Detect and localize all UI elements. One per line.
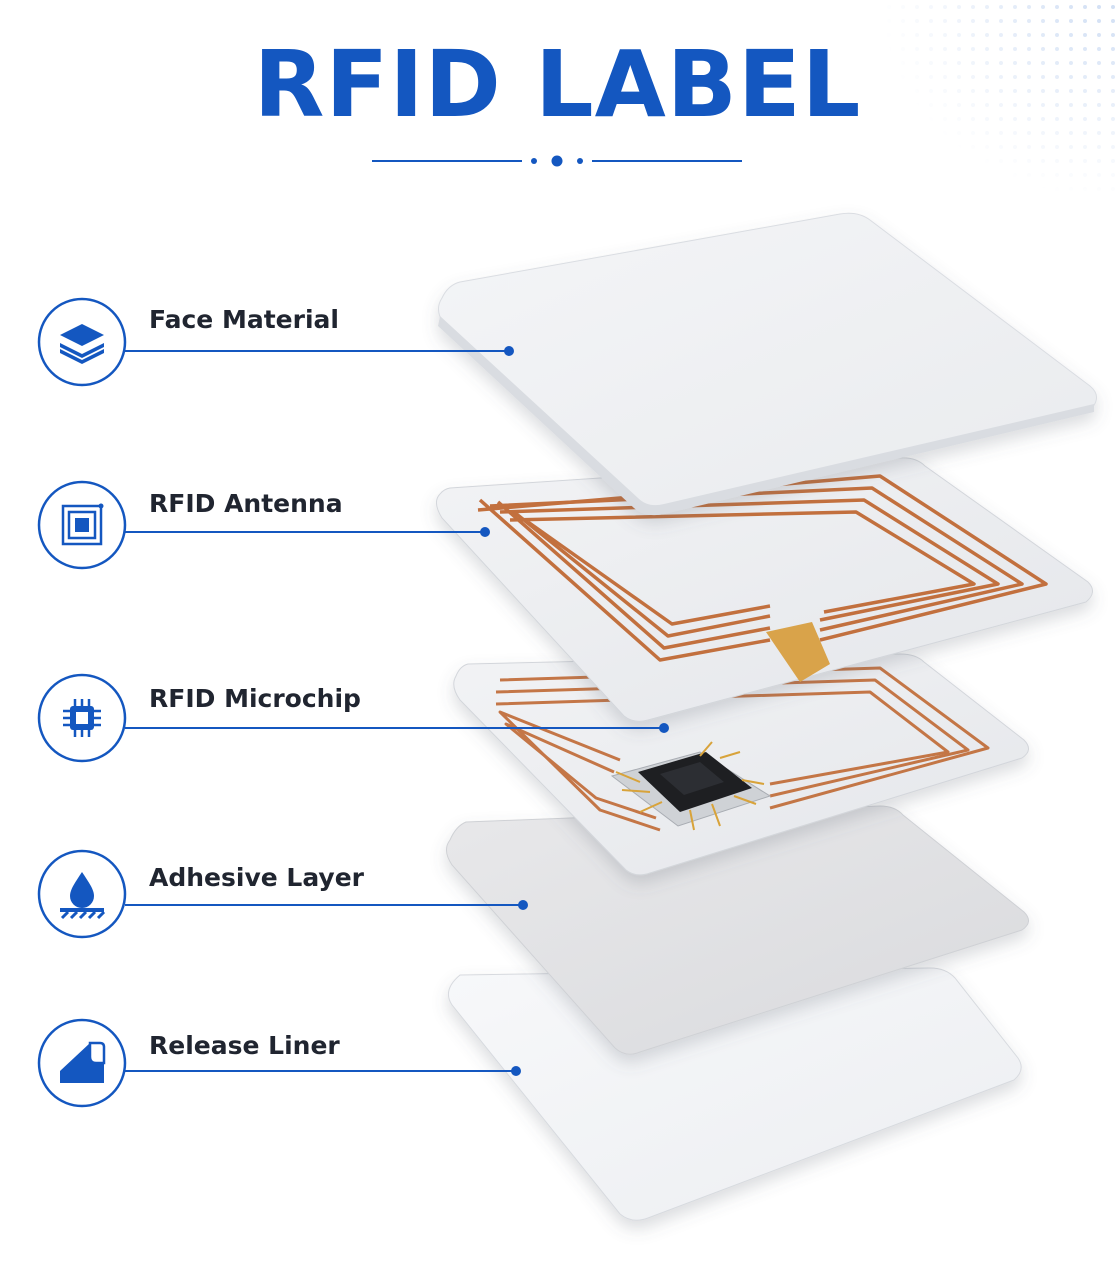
callout-5 [37, 1018, 521, 1108]
leader-dot [518, 900, 528, 910]
label-rfid-antenna: RFID Antenna [149, 489, 343, 518]
callout-3 [37, 673, 669, 763]
label-release-liner: Release Liner [149, 1031, 340, 1060]
face-material-sheet [438, 212, 1097, 516]
label-adhesive-layer: Adhesive Layer [149, 863, 365, 892]
peeling-liner-icon [60, 1041, 106, 1083]
leader-dot [504, 346, 514, 356]
callout-2 [37, 480, 490, 570]
adhesive-layer-sheet [446, 805, 1029, 1055]
callouts [37, 297, 669, 1108]
callout-1 [37, 297, 514, 387]
release-liner-sheet [447, 967, 1022, 1221]
label-face-material: Face Material [149, 305, 339, 334]
leader-dot [659, 723, 669, 733]
microchip [610, 741, 772, 831]
antenna-bond-pad [766, 622, 830, 682]
microchip-layer-sheet [453, 653, 1029, 876]
label-rfid-microchip: RFID Microchip [149, 684, 361, 713]
layers-icon [60, 324, 104, 364]
adhesive-drop-icon [60, 872, 106, 920]
leader-dot [480, 527, 490, 537]
antenna-layer-sheet [436, 457, 1093, 722]
leader-dot [511, 1066, 521, 1076]
antenna-coil-icon [61, 503, 104, 546]
page-title: RFID LABEL [253, 31, 862, 138]
callout-4 [37, 849, 528, 939]
decorative-dot-pattern [880, 0, 1115, 200]
microchip-icon [63, 699, 101, 737]
title-divider [372, 155, 742, 167]
